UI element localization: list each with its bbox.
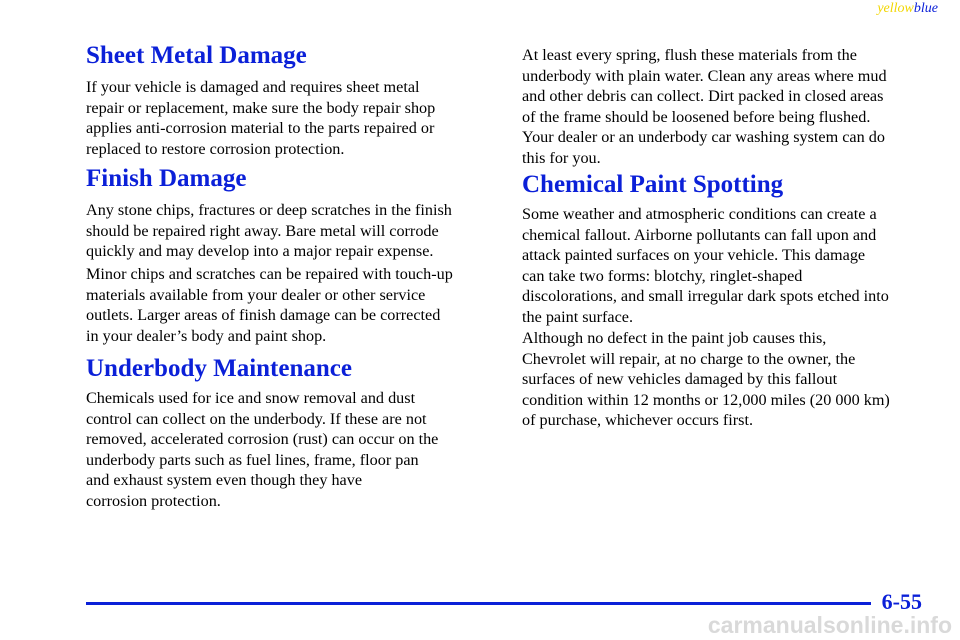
text-line: this for you. <box>522 148 601 167</box>
watermark: carmanualsonline.info <box>707 612 952 638</box>
text-line: Some weather and atmospheric conditions … <box>522 205 877 223</box>
text-line: Although no defect in the paint job caus… <box>522 329 827 347</box>
text-line: surfaces of new vehicles damaged by this… <box>522 370 838 389</box>
paragraph-sheet-metal: If your vehicle is damaged and requires … <box>86 77 496 159</box>
text-line: the paint surface. <box>522 307 634 326</box>
text-line: applies anti-corrosion material to the p… <box>86 119 435 138</box>
text-line: Chemicals used for ice and snow removal … <box>86 389 416 407</box>
text-line: Your dealer or an underbody car washing … <box>522 128 885 147</box>
text-line: discolorations, and small irregular dark… <box>522 287 889 306</box>
heading-underbody-maintenance: Underbody Maintenance <box>86 355 352 382</box>
text-line: of purchase, whichever occurs first. <box>522 411 754 430</box>
text-line: materials available from your dealer or … <box>86 285 426 304</box>
text-line: condition within 12 months or 12,000 mil… <box>522 390 890 409</box>
paragraph-finish-1: Any stone chips, fractures or deep scrat… <box>86 200 496 262</box>
text-line: attack painted surfaces on your vehicle.… <box>522 246 866 265</box>
heading-sheet-metal-damage: Sheet Metal Damage <box>86 42 307 69</box>
color-tag-yellow: yellow <box>877 1 914 16</box>
text-line: Minor chips and scratches can be repaire… <box>86 265 453 283</box>
text-line: repair or replacement, make sure the bod… <box>86 98 436 117</box>
color-tag-blue: blue <box>913 1 938 16</box>
text-line: At least every spring, flush these mater… <box>522 46 857 64</box>
heading-finish-damage: Finish Damage <box>86 165 247 192</box>
text-line: chemical fallout. Airborne pollutants ca… <box>522 225 877 244</box>
text-line: Chevrolet will repair, at no charge to t… <box>522 349 856 368</box>
text-line: control can collect on the underbody. If… <box>86 409 427 428</box>
text-line: underbody with plain water. Clean any ar… <box>522 66 887 85</box>
text-line: can take two forms: blotchy, ringlet-sha… <box>522 266 803 285</box>
text-line: underbody parts such as fuel lines, fram… <box>86 450 419 469</box>
paragraph-finish-2: Minor chips and scratches can be repaire… <box>86 264 496 346</box>
text-line: should be repaired right away. Bare meta… <box>86 221 439 240</box>
text-line: and exhaust system even though they have <box>86 471 363 490</box>
text-line: Any stone chips, fractures or deep scrat… <box>86 201 452 219</box>
paragraph-chemical-1: Some weather and atmospheric conditions … <box>522 204 932 328</box>
paragraph-flush: At least every spring, flush these mater… <box>522 45 932 169</box>
text-line: quickly and may develop into a major rep… <box>86 242 434 261</box>
color-tag: yellowblue <box>877 1 938 17</box>
text-line: If your vehicle is damaged and requires … <box>86 78 420 96</box>
text-line: outlets. Larger areas of finish damage c… <box>86 306 441 325</box>
footer-rule <box>86 602 871 605</box>
page-number: 6-55 <box>881 589 922 614</box>
text-line: corrosion protection. <box>86 491 221 510</box>
text-line: of the frame should be loosened before b… <box>522 107 871 126</box>
text-line: removed, accelerated corrosion (rust) ca… <box>86 430 439 449</box>
text-line: replaced to restore corrosion protection… <box>86 139 345 158</box>
text-line: in your dealer’s body and paint shop. <box>86 326 327 345</box>
paragraph-chemical-2: Although no defect in the paint job caus… <box>522 328 932 431</box>
heading-chemical-paint-spotting: Chemical Paint Spotting <box>522 171 784 198</box>
text-line: and other debris can collect. Dirt packe… <box>522 87 884 106</box>
paragraph-underbody: Chemicals used for ice and snow removal … <box>86 388 496 512</box>
